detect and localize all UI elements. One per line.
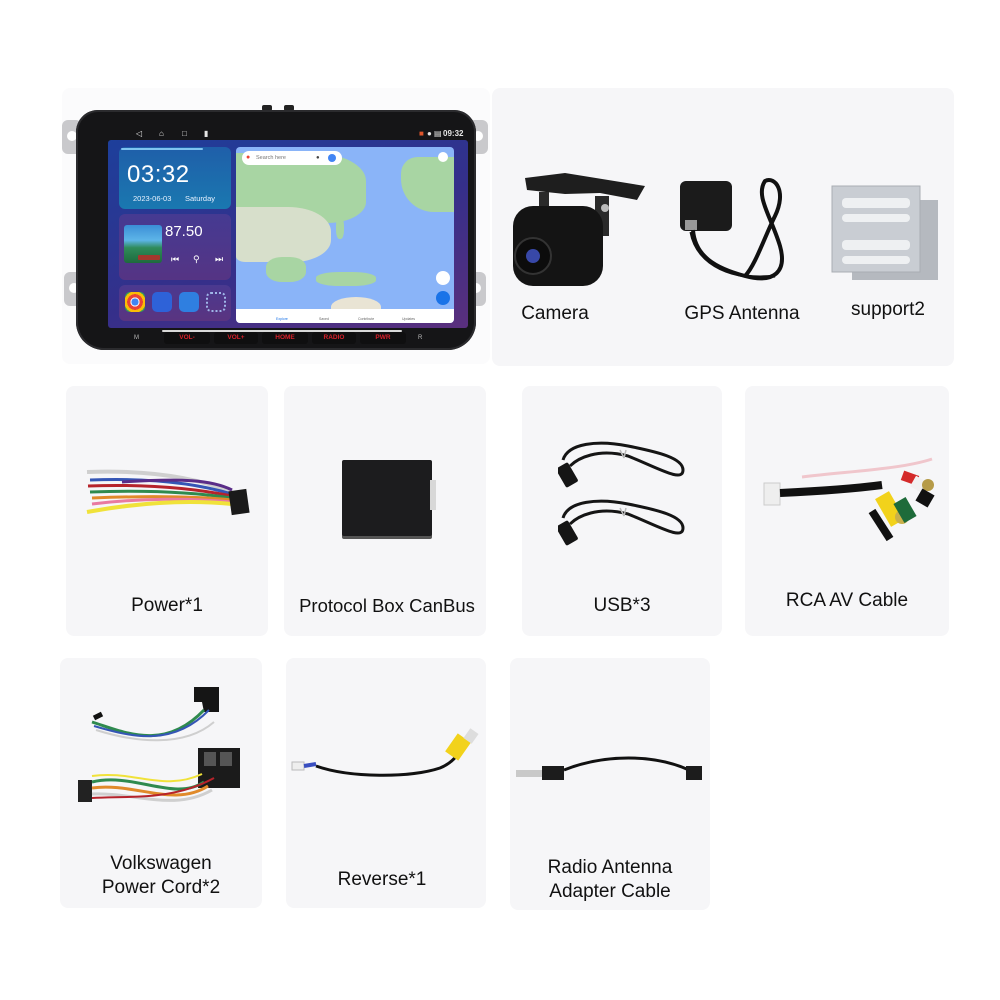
- my-location-button[interactable]: [436, 271, 450, 285]
- album-art: [124, 225, 162, 263]
- equalizer-icon[interactable]: [152, 292, 172, 312]
- radio-antenna-adapter-icon: [516, 756, 702, 780]
- reverse-card: [286, 658, 486, 908]
- power-label: Power*1: [131, 595, 203, 616]
- map-land-japan: [336, 217, 344, 239]
- support-label: support2: [851, 299, 925, 320]
- microphone-icon[interactable]: ●: [316, 155, 320, 161]
- previous-icon[interactable]: ⏮: [171, 254, 180, 264]
- map-tab-explore[interactable]: Explore: [276, 317, 288, 321]
- map-land-indonesia: [316, 272, 376, 286]
- app-grid-icon[interactable]: [206, 292, 226, 312]
- clock-date: 2023-06-03: [133, 194, 172, 203]
- canbus-connector: [430, 480, 436, 510]
- home-button[interactable]: HOME: [262, 332, 308, 344]
- radio-frequency: 87.50: [165, 223, 203, 240]
- status-time: 09:32: [443, 129, 464, 138]
- home-nav-icon[interactable]: ⌂: [159, 129, 164, 138]
- mic-label: M: [134, 335, 139, 341]
- top-clip: [262, 105, 272, 111]
- head-unit-image: ◁ ⌂ □ ▮ ■ ● ▤ 09:32 03:32 2023-06-03 Sat…: [62, 102, 490, 352]
- canbus-box-icon: [342, 460, 432, 536]
- reverse-cable-icon: [291, 728, 479, 777]
- reverse-label: Reverse*1: [337, 869, 427, 890]
- car-settings-icon[interactable]: [179, 292, 199, 312]
- radio-antenna-label-line2: Adapter Cable: [549, 881, 671, 902]
- radio-antenna-card: [510, 658, 710, 910]
- map-land-sea: [266, 257, 306, 282]
- radio-antenna-label-line1: Radio Antenna: [547, 857, 673, 878]
- vw-power-label-line1: Volkswagen: [110, 853, 212, 874]
- device-screen: 03:32 2023-06-03 Saturday 87.50 ⏮ ⚲ ⏭: [108, 140, 468, 328]
- rca-card: [745, 386, 949, 636]
- battery-icon: ▮: [204, 129, 209, 138]
- clock-day: Saturday: [185, 194, 216, 203]
- camera-icon: [513, 173, 645, 286]
- map-land-china: [236, 207, 331, 262]
- reset-label: R: [418, 335, 423, 341]
- next-icon[interactable]: ⏭: [215, 254, 224, 264]
- back-nav-icon[interactable]: ◁: [136, 129, 143, 138]
- vw-power-label-line2: Power Cord*2: [101, 877, 221, 898]
- vw-power-cord-icon: [78, 687, 240, 802]
- progress-bar: [121, 148, 203, 150]
- directions-go-button[interactable]: [436, 291, 450, 305]
- rca-av-cable-icon: [763, 457, 935, 542]
- vol-down-button[interactable]: VOL-: [164, 332, 210, 344]
- map-search-bar[interactable]: ● Search here ●: [242, 151, 342, 165]
- radio-widget[interactable]: 87.50 ⏮ ⚲ ⏭: [119, 214, 231, 280]
- google-maps-view[interactable]: ● Search here ● Explore Saved Contribute…: [236, 147, 454, 323]
- map-land-alaska: [401, 157, 454, 212]
- recents-nav-icon[interactable]: □: [182, 129, 187, 138]
- clock-widget[interactable]: 03:32 2023-06-03 Saturday: [119, 147, 231, 209]
- map-tab-updates[interactable]: Updates: [402, 317, 416, 321]
- notification-icon: ■: [419, 129, 424, 138]
- chrome-icon[interactable]: [125, 292, 145, 312]
- radio-button[interactable]: RADIO: [312, 332, 356, 344]
- search-icon[interactable]: ⚲: [193, 254, 200, 264]
- vol-up-button[interactable]: VOL+: [214, 332, 258, 344]
- android-status-bar: ◁ ⌂ □ ▮ ■ ● ▤ 09:32: [136, 129, 466, 141]
- layers-button[interactable]: [438, 152, 448, 162]
- rca-label: RCA AV Cable: [785, 590, 909, 611]
- top-clip: [284, 105, 294, 111]
- account-icon[interactable]: [328, 154, 336, 162]
- gps-antenna-label: GPS Antenna: [684, 303, 800, 324]
- maps-pin-icon: ●: [246, 154, 251, 161]
- map-search-placeholder: Search here: [256, 155, 286, 161]
- usb-label: USB*3: [593, 595, 651, 616]
- power-harness-icon: [86, 469, 250, 516]
- canbus-label: Protocol Box CanBus: [299, 595, 475, 616]
- camera-label: Camera: [521, 303, 589, 324]
- usb-cables-icon: [558, 441, 685, 546]
- app-dock: [119, 285, 231, 321]
- chrome-trim: [162, 330, 402, 332]
- map-bottom-tabs: Explore Saved Contribute Updates: [236, 309, 454, 323]
- location-icon: ●: [427, 129, 432, 138]
- gps-antenna-icon: [680, 178, 784, 281]
- map-tab-contribute[interactable]: Contribute: [358, 317, 375, 321]
- car-icon: ▤: [434, 129, 442, 138]
- power-button[interactable]: PWR: [360, 332, 406, 344]
- support-bracket-icon: [831, 185, 938, 280]
- clock-time: 03:32: [127, 161, 190, 188]
- map-tab-saved[interactable]: Saved: [319, 317, 329, 321]
- hardware-button-strip: M VOL- VOL+ HOME RADIO PWR R: [112, 330, 442, 348]
